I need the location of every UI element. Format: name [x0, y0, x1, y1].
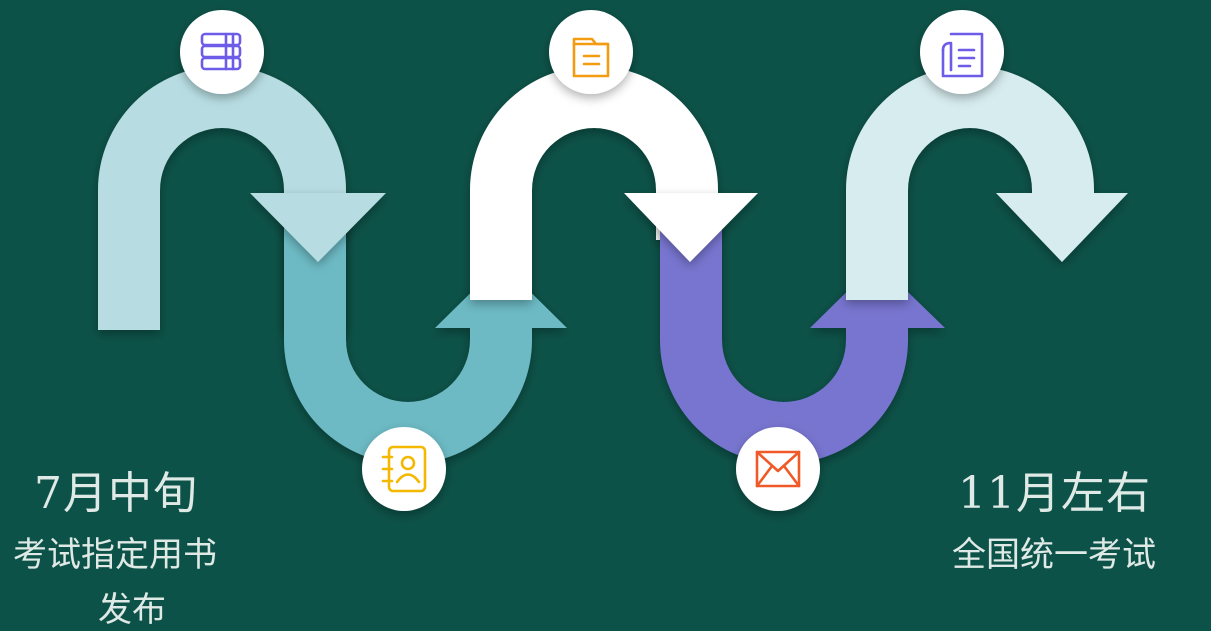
- document-icon: [572, 37, 610, 78]
- node-5: [920, 10, 1004, 94]
- arc-segment-3: [470, 66, 718, 300]
- arrow-down-1: [250, 193, 386, 262]
- node-4: [736, 427, 820, 511]
- arrow-down-2: [624, 193, 758, 262]
- start-description-line1: 考试指定用书: [13, 535, 217, 575]
- envelope-icon: [755, 450, 801, 488]
- paper-icon: [941, 32, 984, 78]
- contact-book-icon: [381, 445, 427, 493]
- start-date: 7月中旬: [34, 468, 198, 519]
- end-description: 全国统一考试: [952, 535, 1156, 575]
- node-3: [549, 10, 633, 94]
- arc-segment-5: [846, 66, 1128, 300]
- end-date: 11月左右: [958, 468, 1151, 519]
- books-icon: [200, 32, 242, 71]
- start-description-line2: 发布: [98, 590, 166, 630]
- node-1: [180, 10, 264, 94]
